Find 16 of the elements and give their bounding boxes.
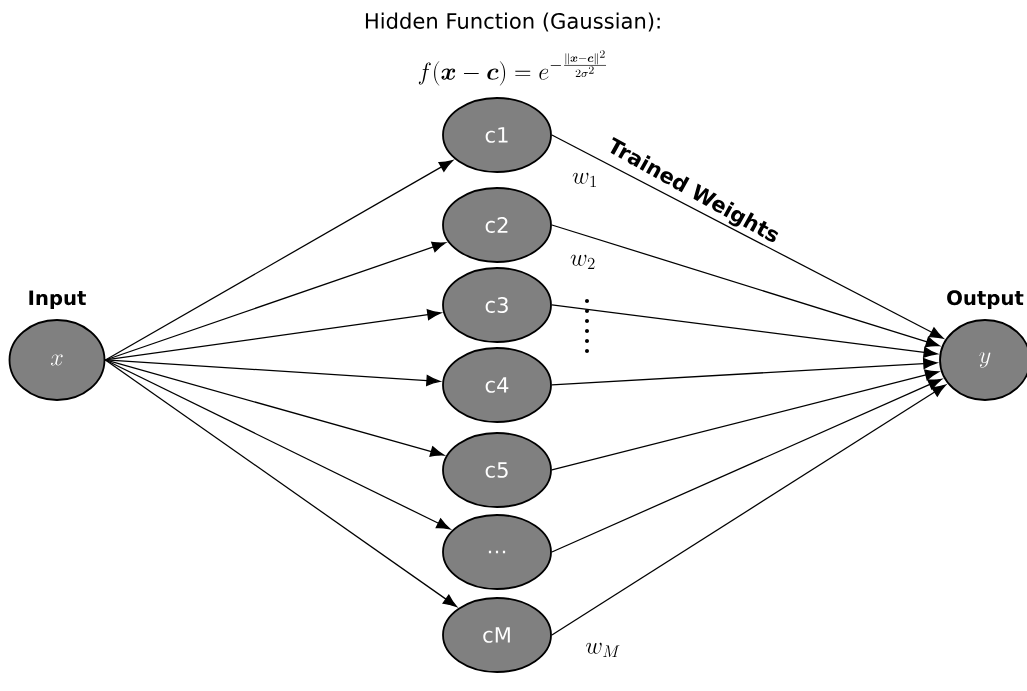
arrow: [104, 159, 454, 361]
title: Hidden Function (Gaussian):: [365, 12, 660, 32]
arrow: [551, 384, 947, 636]
edge-label: $w_2$: [568, 253, 598, 271]
arrow: [104, 359, 451, 530]
arrow: [551, 358, 938, 386]
arrow: [551, 304, 938, 358]
node-heading: Input: [29, 290, 86, 309]
arrow: [551, 369, 939, 471]
edge-label: $w_M$: [583, 641, 623, 659]
node-heading: Output: [947, 290, 1024, 309]
edge-label: $w_1$: [570, 171, 600, 189]
arrow: [551, 134, 944, 339]
arrow: [551, 378, 943, 553]
arrow: [104, 359, 457, 608]
arrow: [551, 224, 940, 348]
